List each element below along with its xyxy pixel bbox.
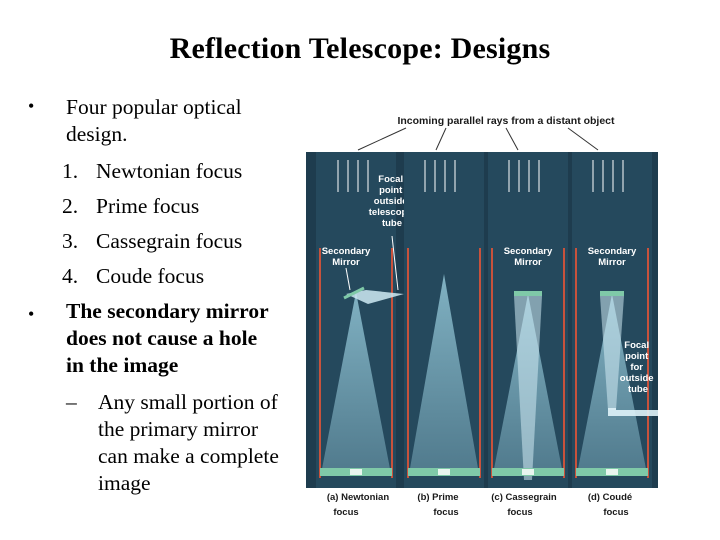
slide-title: Reflection Telescope: Designs bbox=[169, 32, 551, 65]
prime-telescope bbox=[404, 152, 484, 488]
incoming-rays-label: Incoming parallel rays from a distant ob… bbox=[397, 115, 615, 127]
incoming-ray-arrows bbox=[337, 160, 369, 192]
secondary-mirror bbox=[514, 291, 542, 296]
focal-point-outside-label: Focal point outside telescope tube bbox=[369, 174, 415, 291]
telescope-diagram-svg: Incoming parallel rays from a distant ob… bbox=[306, 115, 658, 518]
telescope-designs-diagram: Incoming parallel rays from a distant ob… bbox=[306, 108, 658, 524]
incoming-label-pointers bbox=[357, 127, 599, 151]
secondary-mirror bbox=[600, 291, 624, 296]
list-item: 2. Prime focus bbox=[62, 194, 200, 218]
focal-point-for-outside-label: Focal point for outside tube bbox=[620, 340, 656, 395]
secondary-mirror bbox=[343, 286, 365, 300]
incoming-ray-arrows bbox=[424, 160, 456, 192]
list-item: 1. Newtonian focus bbox=[62, 159, 243, 183]
list-item: 3. Cassegrain focus bbox=[62, 229, 243, 253]
sub-bullet: – bbox=[66, 390, 77, 414]
svg-text:Focal point ou: Focal point outside telescope tube bbox=[369, 174, 415, 229]
incoming-ray-arrows bbox=[508, 160, 540, 192]
bullet-text: The secondary mirror does not cause a ho… bbox=[66, 299, 269, 377]
bullet-text: Four popular optical design. bbox=[66, 95, 242, 146]
sub-bullet-text: Any small portion of the primary mirror … bbox=[98, 390, 279, 495]
bullet-point: • bbox=[28, 96, 35, 116]
incoming-ray-arrows bbox=[592, 160, 624, 192]
list-item: 4. Coude focus bbox=[62, 264, 205, 288]
bullet-point: • bbox=[28, 304, 35, 324]
